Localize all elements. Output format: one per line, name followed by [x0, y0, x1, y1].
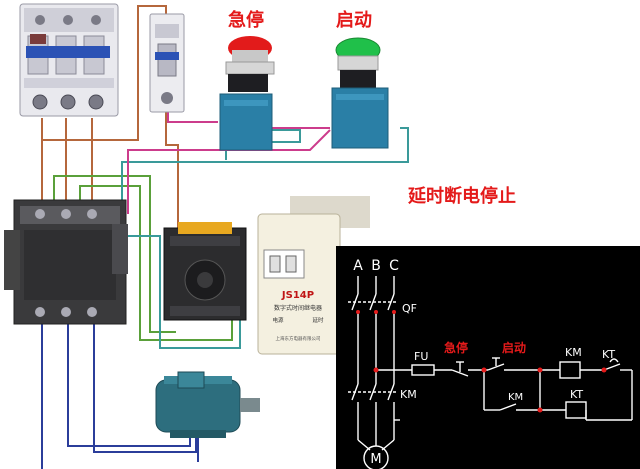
kt-contact-label: KT: [602, 348, 615, 361]
schem-estop-label: 急停: [444, 340, 468, 355]
km-coil-label: KM: [565, 346, 582, 359]
kt-coil-label: KT: [570, 388, 583, 401]
phase-c-label: C: [389, 258, 399, 274]
relay-name: 数字式时间继电器: [274, 304, 322, 312]
wire-teal-2: [121, 127, 409, 212]
fu-label: FU: [414, 350, 428, 363]
wires: [41, 5, 409, 469]
km-hold-label: KM: [508, 392, 523, 403]
schematic-panel: A B C: [336, 246, 640, 469]
start-label: 启动: [336, 9, 372, 31]
relay-left-label: 电源: [272, 316, 284, 324]
wire-magenta-3: [127, 129, 331, 214]
contactor: [4, 199, 128, 325]
relay-model: JS14P: [281, 290, 314, 301]
relay-socket: [163, 222, 247, 321]
phase-b-label: B: [371, 258, 381, 274]
wire-brown-4: [42, 30, 139, 141]
wire-magenta-1: [167, 110, 218, 123]
wire-blue-3: [93, 322, 197, 453]
time-relay: JS14P 数字式时间继电器 电源 延时 上海东方电器有限公司: [257, 196, 370, 355]
circuit-breaker-1p: [149, 13, 185, 113]
wire-brown-5: [165, 110, 179, 230]
wire-brown-top: [137, 5, 167, 30]
motor-label: M: [370, 452, 381, 467]
relay-maker: 上海东方电器有限公司: [276, 335, 321, 342]
page-title: 延时断电停止: [407, 185, 516, 207]
circuit-breaker-3p: [19, 3, 119, 117]
estop-label: 急停: [228, 9, 264, 31]
schematic-junctions: [356, 310, 607, 413]
wire-green-2: [79, 185, 233, 341]
wire-blue-2: [67, 322, 191, 447]
relay-right-label: 延时: [312, 316, 324, 324]
motor: [155, 371, 260, 438]
wire-teal-3: [120, 235, 241, 349]
schematic-lines: [348, 276, 633, 469]
estop-button: [219, 36, 275, 151]
schem-start-label: 启动: [502, 340, 526, 355]
start-button: [331, 37, 389, 149]
wire-green-1: [53, 175, 176, 333]
qf-label: QF: [402, 302, 417, 315]
phase-a-label: A: [353, 258, 363, 274]
km-main-label: KM: [400, 388, 417, 401]
